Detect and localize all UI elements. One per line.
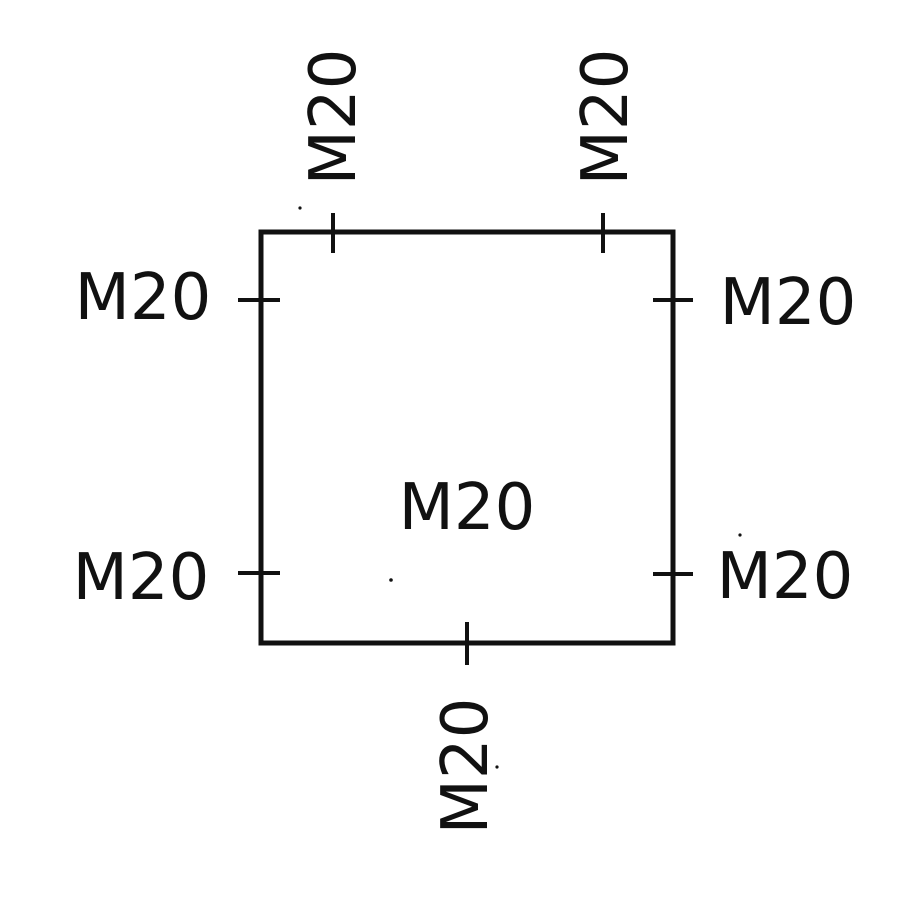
label-left-upper: M20 <box>75 261 212 335</box>
label-bottom: M20 <box>429 698 503 835</box>
scan-speck <box>738 533 742 537</box>
label-top-right: M20 <box>569 49 643 186</box>
label-center: M20 <box>399 471 536 545</box>
label-right-upper: M20 <box>720 266 857 340</box>
label-right-lower: M20 <box>717 540 854 614</box>
label-left-lower: M20 <box>73 541 210 615</box>
part-outline <box>258 229 676 646</box>
label-top-left: M20 <box>297 49 371 186</box>
scan-speck <box>389 578 393 582</box>
scan-speck <box>298 206 302 210</box>
scan-speck <box>495 765 499 769</box>
